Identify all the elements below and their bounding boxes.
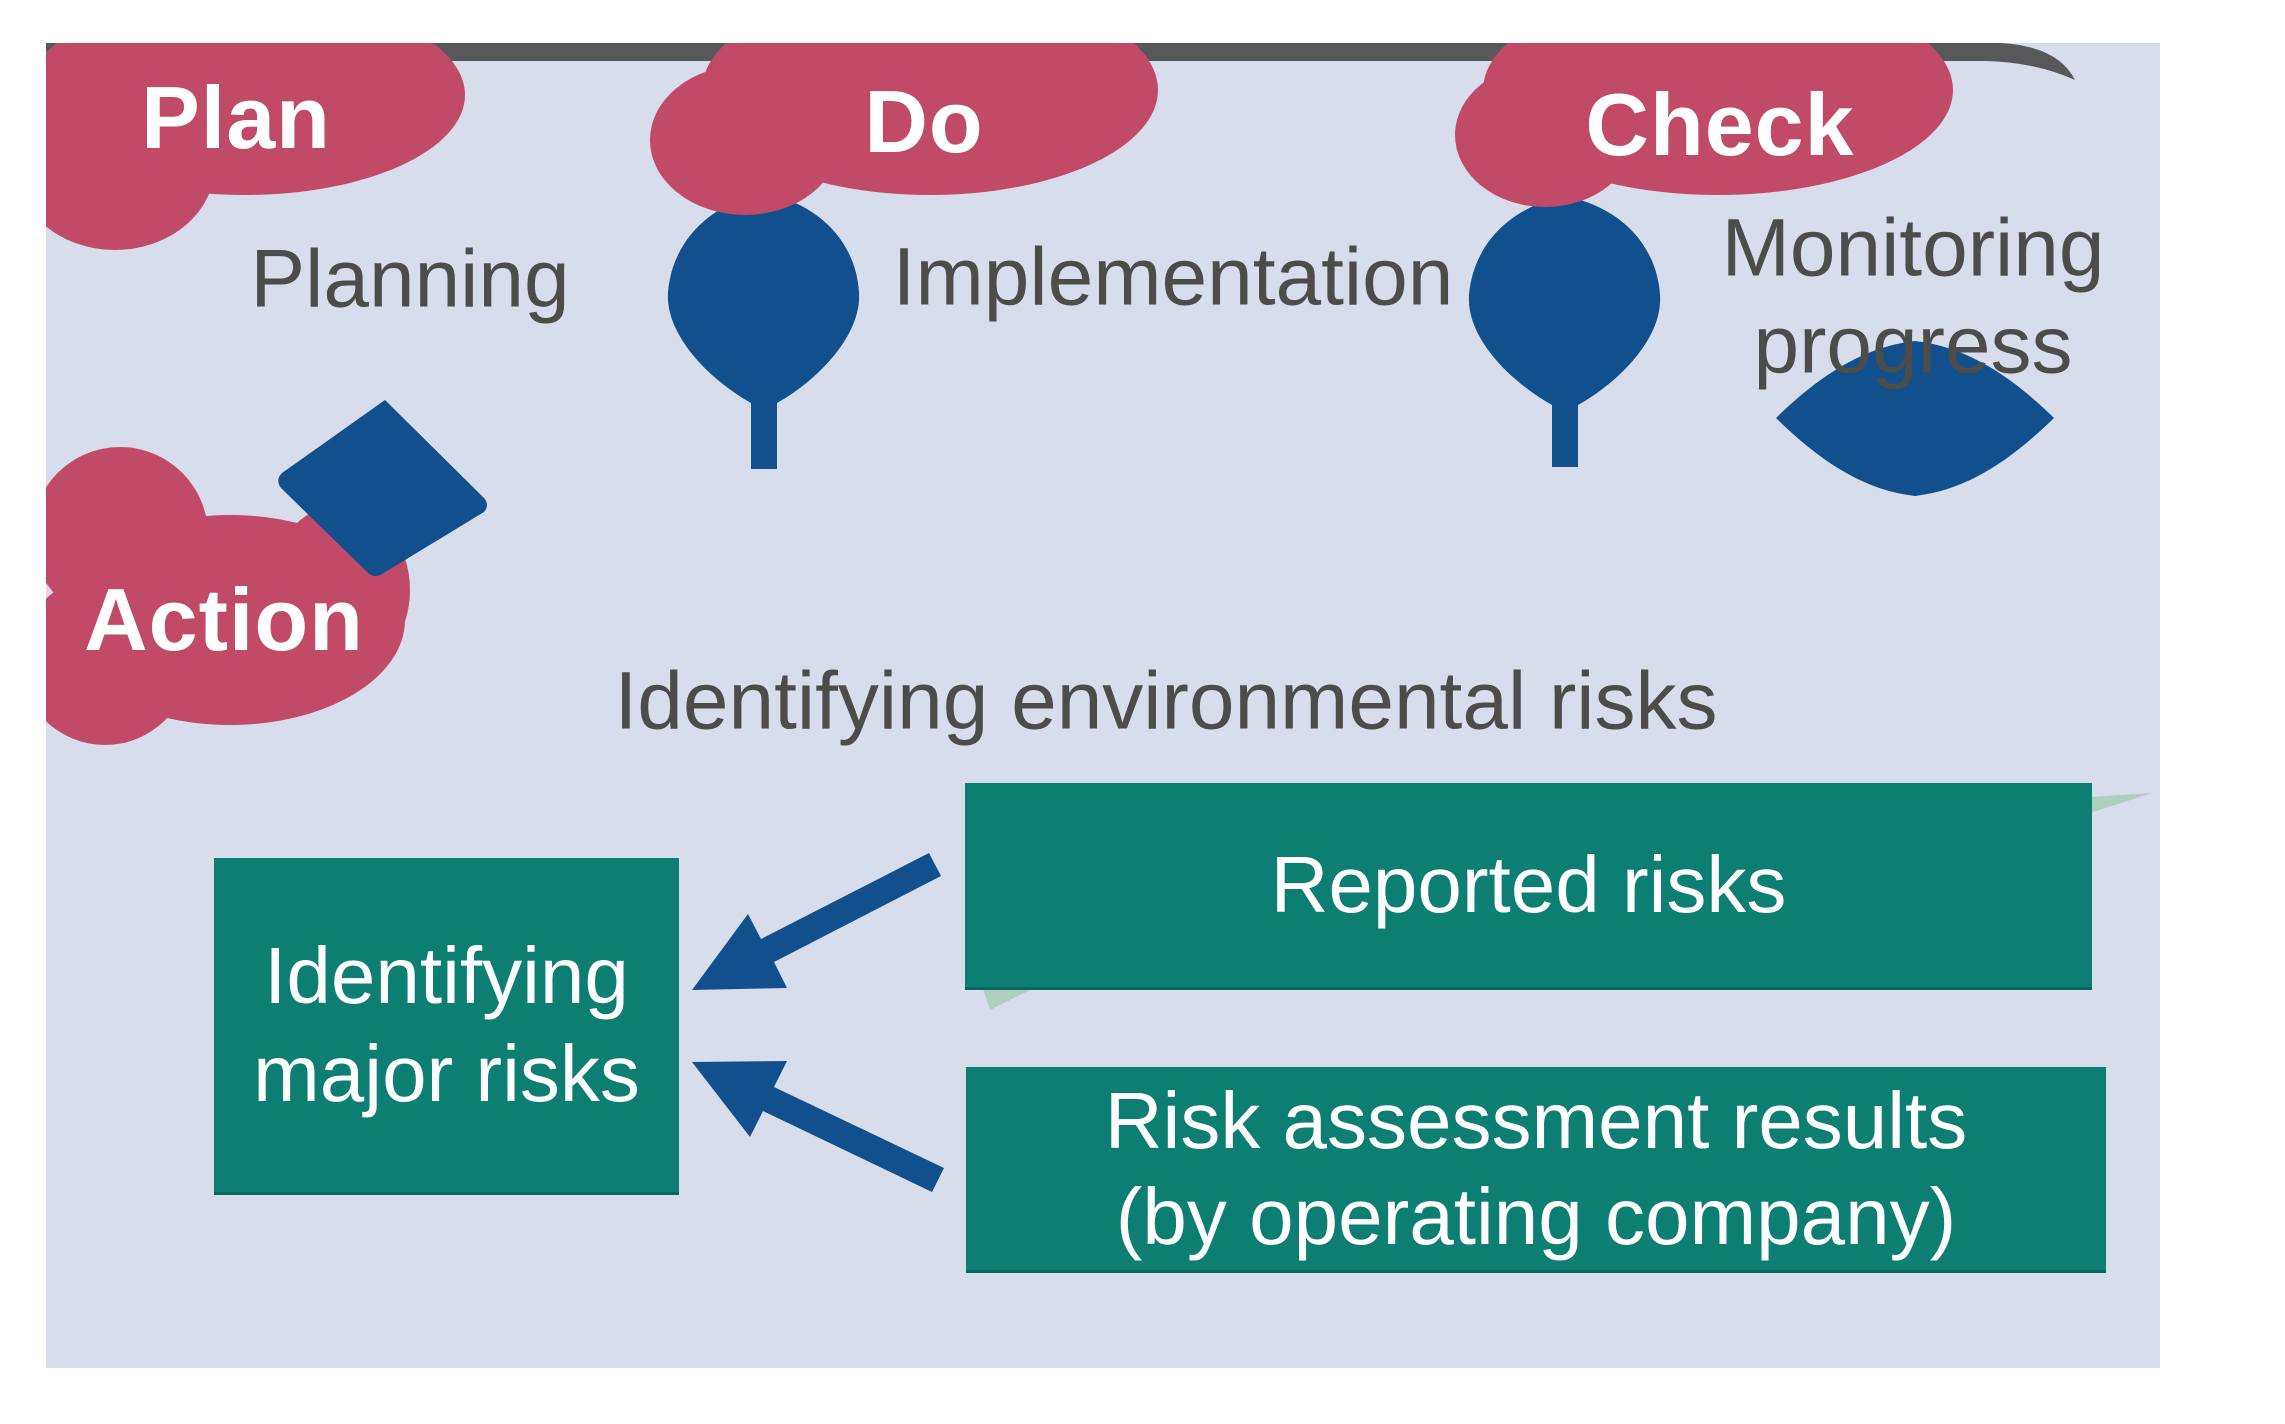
arrow-from-assessment-results-icon <box>692 1061 944 1192</box>
reported-risks-box-label: Reported risks <box>1270 840 1787 930</box>
reported-risks-sliver-right <box>2090 793 2152 813</box>
do-label: Do <box>864 72 984 172</box>
identifying-major-risks-box: Identifying major risks <box>214 858 679 1195</box>
do-balloon-connector-icon <box>667 193 860 469</box>
reported-risks-sliver-bottom <box>982 986 1038 1010</box>
do-blob <box>650 43 1158 215</box>
planning-text: Planning <box>250 233 570 325</box>
monitoring-progress-text: Monitoring progress <box>1721 202 2105 390</box>
check-diamond-connector-icon <box>1776 341 2054 496</box>
implementation-text: Implementation <box>892 231 1454 323</box>
risk-assessment-results-box: Risk assessment results (by operating co… <box>966 1067 2106 1273</box>
identifying-environmental-risks-text: Identifying environmental risks <box>614 655 1718 747</box>
reported-risks-box: Reported risks <box>965 783 2092 990</box>
check-label: Check <box>1585 75 1855 175</box>
risk-assessment-results-box-label: Risk assessment results (by operating co… <box>1104 1075 1968 1261</box>
action-label: Action <box>84 570 364 670</box>
plan-label: Plan <box>141 68 331 168</box>
action-diamond-connector-icon <box>278 400 487 577</box>
check-balloon-connector-icon <box>1468 196 1661 467</box>
arrow-from-reported-risks-icon <box>692 853 941 990</box>
identifying-major-risks-box-label: Identifying major risks <box>253 931 640 1118</box>
check-blob <box>1455 43 1953 207</box>
plan-blob <box>46 43 465 250</box>
